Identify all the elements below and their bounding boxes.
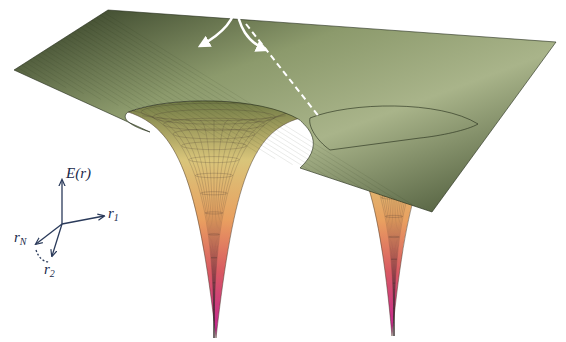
plane-grid — [26, 63, 67, 88]
mesh-line — [142, 116, 214, 338]
mesh-line — [157, 118, 214, 338]
plane-grid — [81, 28, 311, 171]
plane-grid — [100, 15, 397, 200]
mesh-line — [214, 116, 286, 338]
plane-surface — [14, 10, 556, 212]
dashed-path — [246, 24, 320, 118]
plane-grid — [45, 50, 153, 117]
plane-grid — [85, 25, 328, 177]
plane-grid — [104, 13, 415, 207]
mesh-line — [128, 110, 214, 338]
axes — [36, 180, 104, 262]
mesh-line — [171, 119, 214, 338]
mesh-line — [200, 120, 214, 338]
axis-label: r2 — [44, 262, 55, 279]
plane-grid — [65, 38, 241, 147]
mesh-line — [185, 120, 214, 338]
axis-label: E(r) — [66, 166, 91, 181]
axis-label: rN — [14, 230, 27, 247]
plane-grid — [69, 35, 258, 153]
plane-grid — [57, 43, 206, 136]
plane-grid — [61, 40, 223, 141]
plane-grid — [18, 68, 32, 76]
plane-grid — [38, 55, 119, 106]
plane-mesh — [14, 13, 415, 207]
plane-grid — [73, 33, 276, 159]
plane-grid — [96, 18, 380, 195]
mesh-line — [214, 110, 300, 338]
funnel-left — [128, 101, 300, 338]
plane-grid — [30, 60, 84, 94]
plane-grid — [88, 23, 345, 183]
path-arrow-left — [200, 2, 236, 46]
axis-label: r1 — [108, 206, 119, 223]
plane-grid — [41, 53, 136, 112]
plane-grid — [77, 30, 293, 165]
plane-grid — [92, 20, 362, 188]
plane-grid — [22, 65, 49, 82]
plane-grid — [49, 48, 171, 124]
